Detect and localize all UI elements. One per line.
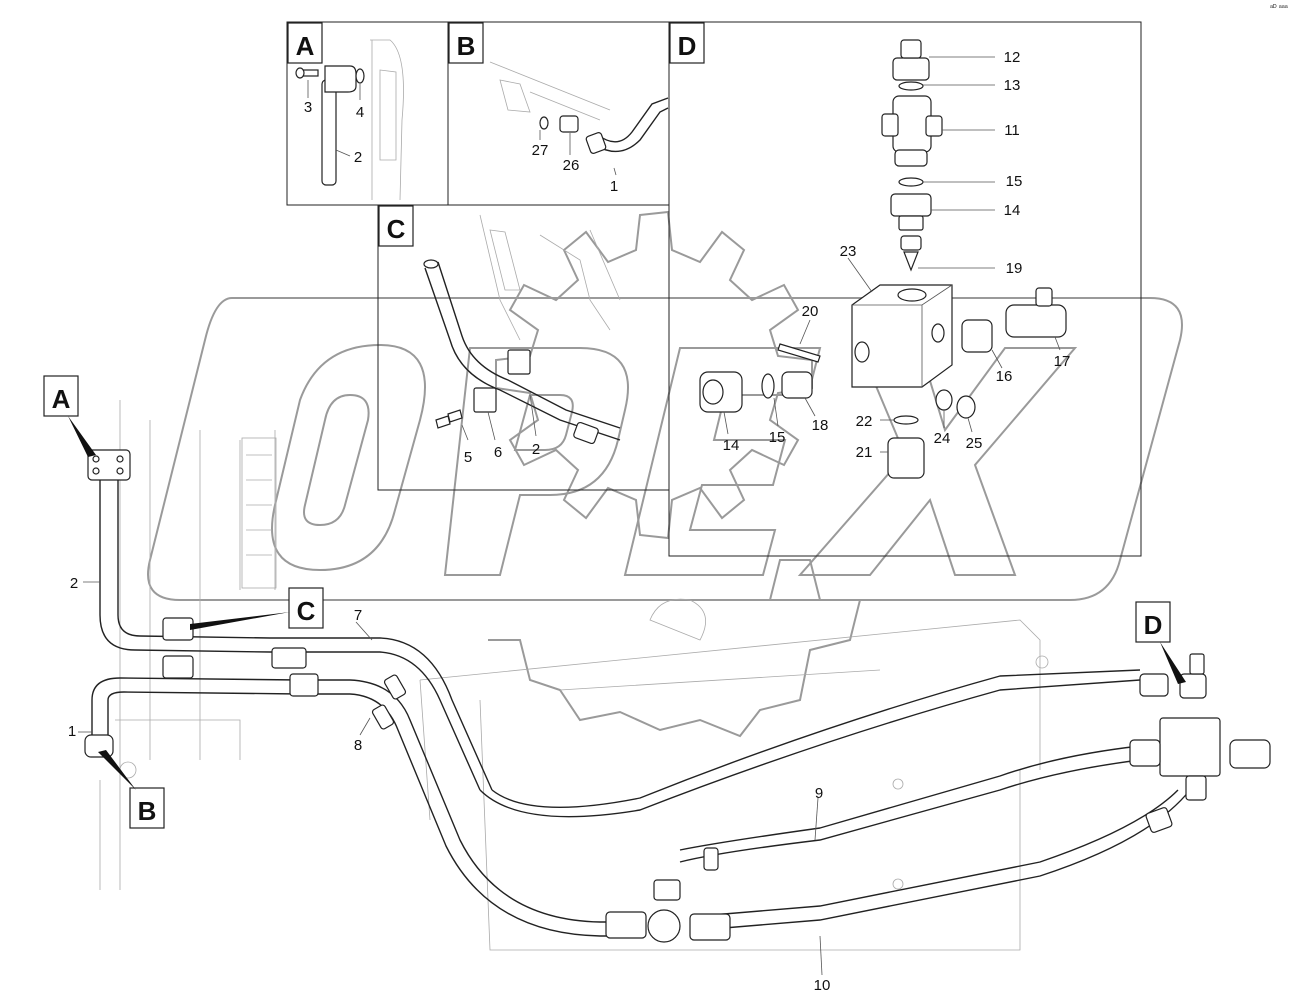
callout-d-15: 15 — [1006, 173, 1023, 190]
detail-d-letter: D — [678, 31, 697, 61]
callout-d-15-left: 15 — [769, 429, 786, 446]
detail-c-bolt — [447, 409, 463, 423]
detail-a-oring — [355, 68, 365, 84]
pipe-1 — [91, 677, 640, 923]
detail-d-flag — [669, 22, 705, 64]
callout-a-2: 2 — [354, 149, 362, 166]
corner-mark: ᵃᴰ ᵃᵃᵃ — [1270, 3, 1289, 12]
d-plug-18 — [781, 371, 813, 399]
callout-a-3: 3 — [304, 99, 312, 116]
detail-box-a: A 3 4 2 — [286, 21, 449, 206]
opex-watermark — [147, 210, 1183, 738]
detail-c-letter: C — [387, 214, 406, 244]
detail-box-d: D 12 13 11 15 14 19 23 — [668, 21, 1142, 557]
callout-c-2: 2 — [532, 441, 540, 458]
callout-d-12: 12 — [1004, 49, 1021, 66]
detail-box-b: B 27 26 1 — [447, 21, 670, 206]
callout-d-16: 16 — [996, 368, 1013, 385]
d-washer-24 — [935, 389, 953, 411]
d-adapter-14 — [890, 193, 932, 217]
callout-d-14-left: 14 — [723, 437, 740, 454]
flag-a — [43, 375, 79, 417]
main-valve-block — [1159, 717, 1221, 777]
detail-b-adapter — [559, 115, 579, 133]
flag-b-letter: B — [138, 796, 157, 826]
callout-main-2: 2 — [70, 575, 78, 592]
detail-box-c: C 5 6 2 — [377, 204, 670, 491]
callout-main-10: 10 — [814, 977, 831, 994]
callout-d-14: 14 — [1004, 202, 1021, 219]
callout-d-13: 13 — [1004, 77, 1021, 94]
pipe-clamp-mid — [162, 617, 194, 641]
detail-d-frame — [668, 21, 1142, 557]
d-nut-12 — [892, 57, 930, 81]
callout-d-25: 25 — [966, 435, 983, 452]
detail-a-flag — [287, 22, 323, 64]
callout-d-17: 17 — [1054, 353, 1071, 370]
flag-d-pointer — [1160, 642, 1186, 684]
detail-b-flag — [448, 22, 484, 64]
flag-a-letter: A — [52, 384, 71, 414]
d-washer-25 — [956, 395, 976, 419]
callout-c-5: 5 — [464, 449, 472, 466]
callout-d-24: 24 — [934, 430, 951, 447]
callout-d-11: 11 — [1004, 122, 1020, 139]
callout-d-23: 23 — [840, 243, 857, 260]
callout-d-19: 19 — [1006, 260, 1023, 277]
callout-b-27: 27 — [532, 142, 549, 159]
detail-c-bracket — [507, 349, 531, 375]
watermark-letter-o — [271, 343, 426, 572]
d-valve-block-23 — [851, 284, 953, 388]
flag-d — [1135, 601, 1171, 643]
callout-main-9: 9 — [815, 785, 823, 802]
flag-a-pointer — [68, 416, 96, 457]
main-assembly-view: 2 7 1 8 9 10 A B C D — [43, 375, 1271, 994]
d-bolt-20 — [777, 343, 821, 363]
d-ring-22 — [893, 415, 919, 425]
d-check-19 — [900, 235, 922, 251]
hose-7 — [479, 679, 1141, 818]
detail-c-flag — [378, 205, 414, 247]
detail-b-letter: B — [457, 31, 476, 61]
d-ring-15-left — [761, 373, 775, 399]
callout-d-22: 22 — [856, 413, 873, 430]
flag-b — [129, 787, 165, 829]
callout-b-26: 26 — [563, 157, 580, 174]
callout-b-1: 1 — [610, 178, 618, 195]
detail-c-pipe — [424, 267, 621, 441]
d-tee-11 — [892, 95, 932, 153]
detail-b-hose — [594, 107, 669, 153]
callout-d-20: 20 — [802, 303, 819, 320]
callout-c-6: 6 — [494, 444, 502, 461]
callout-a-4: 4 — [356, 104, 364, 121]
flag-c — [288, 587, 324, 629]
watermark-letter-x — [797, 347, 1078, 576]
callout-main-8: 8 — [354, 737, 362, 754]
callout-d-18: 18 — [812, 417, 829, 434]
d-ring-15 — [898, 177, 924, 187]
pipe-2 — [99, 478, 481, 791]
watermark-letter-p — [443, 347, 629, 576]
hose-10 — [699, 789, 1191, 931]
detail-a-pipe — [321, 79, 337, 186]
flag-b-pointer — [98, 750, 136, 790]
d-elbow-17 — [1005, 304, 1067, 338]
detail-b-oring — [539, 116, 549, 130]
d-adapter-21 — [887, 437, 925, 479]
d-ring-13 — [898, 81, 924, 91]
flag-c-pointer — [190, 612, 290, 630]
flag-c-letter: C — [297, 596, 316, 626]
detail-a-letter: A — [296, 31, 315, 61]
callout-main-1: 1 — [68, 723, 76, 740]
callout-main-7: 7 — [354, 607, 362, 624]
callout-d-21: 21 — [856, 444, 873, 461]
detail-a-clamp — [324, 65, 357, 93]
d-adapter-16 — [961, 319, 993, 353]
watermark-gear — [495, 210, 813, 540]
hose-9 — [679, 759, 1141, 863]
flag-d-letter: D — [1144, 610, 1163, 640]
